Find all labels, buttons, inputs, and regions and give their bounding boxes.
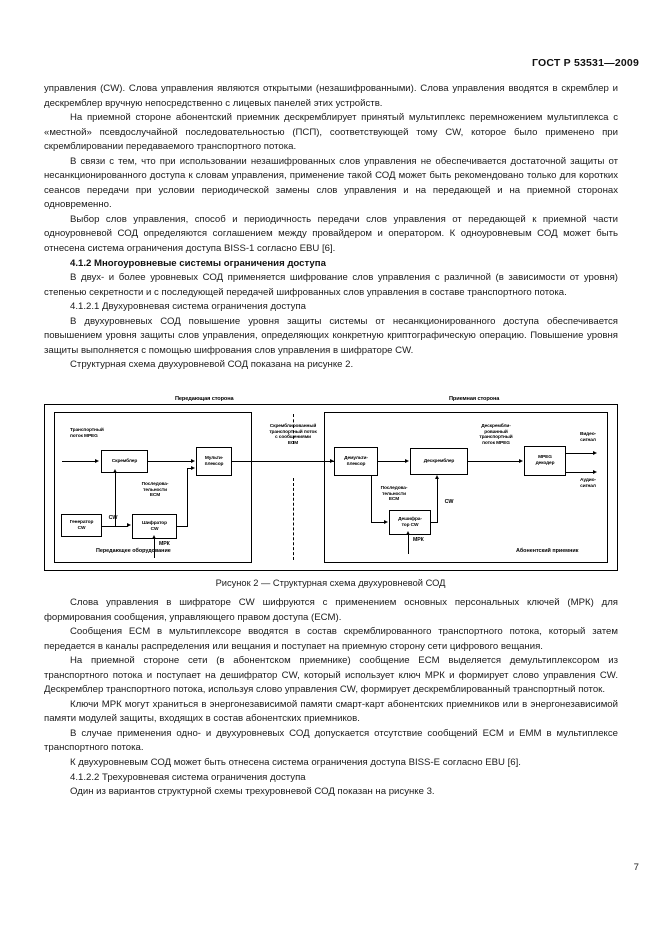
scrambler-to-mux-line <box>148 461 192 462</box>
figure-2: Передающая сторона Приемная сторона Пере… <box>44 396 618 571</box>
cw-generator-block: Генератор CW <box>61 514 102 537</box>
label-text: Последова- тельности ECM <box>141 482 169 499</box>
paragraph-10: На приемной стороне сети (в абонентском … <box>44 655 618 696</box>
paragraph-7: Структурная схема двухуровневой СОД пока… <box>70 359 354 371</box>
figure-outer-frame <box>44 404 618 571</box>
receive-side-title: Приемная сторона <box>449 396 500 402</box>
demultiplexer-label: Демульти- плексор <box>344 455 368 467</box>
cw-to-scrambler-vertical <box>115 473 116 526</box>
demux-to-descrambler-arrowhead <box>405 458 409 463</box>
transmit-side-title: Передающая сторона <box>175 396 234 402</box>
ecm-down-vertical <box>371 476 372 522</box>
cw-generator-label: Генератор CW <box>69 519 94 531</box>
demux-to-descrambler-line <box>378 461 406 462</box>
standard-header: ГОСТ Р 53531—2009 <box>531 57 639 69</box>
encryptor-out-line <box>177 526 188 527</box>
page-number: 7 <box>633 862 639 873</box>
generator-to-encryptor-line <box>102 525 128 527</box>
audio-out-arrowhead <box>593 469 597 474</box>
multiplexer-block: Мульти- плексор <box>196 447 232 476</box>
paragraph-8: Слова управления в шифраторе CW шифруютс… <box>44 597 618 623</box>
label-text: Аудио- сигнал <box>580 478 596 489</box>
paragraph-14: Один из вариантов структурной схемы трех… <box>70 786 435 798</box>
transmit-panel-label: Передающее оборудование <box>96 548 171 554</box>
label-text: Дескрембли- рованный транспортный поток … <box>479 424 513 446</box>
figure-2-caption: Рисунок 2 — Структурная схема двухуровне… <box>215 578 446 588</box>
descrambler-block: Дескремблер <box>410 448 468 475</box>
video-out-line <box>566 453 594 454</box>
ecm-into-mux-line <box>187 468 192 469</box>
scrambler-label: Скремблер <box>111 458 138 464</box>
mpk-rx-line <box>408 535 409 554</box>
heading-4-1-2: 4.1.2 Многоуровневые системы ограничения… <box>70 257 326 269</box>
paragraph-12: В случае применения одно- и двухуровневы… <box>44 727 618 754</box>
ecm-into-mux-arrowhead <box>191 465 195 470</box>
video-out-label: Видео- сигнал <box>570 432 606 443</box>
audio-out-label: Аудио- сигнал <box>570 478 606 489</box>
video-out-arrowhead <box>593 450 597 455</box>
heading-4-1-2-1: 4.1.2.1 Двухуровневая система ограничени… <box>70 301 307 313</box>
paragraph-13: К двухуровневым СОД может быть отнесена … <box>70 757 521 769</box>
input-arrowhead <box>95 458 99 463</box>
paragraph-3: В связи с тем, что при использовании нез… <box>44 155 618 211</box>
ecm-into-decryptor-line <box>371 522 385 523</box>
cw-decryptor-label: Дешифра- тор CW <box>398 516 422 528</box>
scrambler-block: Скремблер <box>101 450 148 473</box>
paragraph-6: В двухуровневых СОД повышение уровня защ… <box>44 315 618 356</box>
mpk-tx-line <box>154 539 155 558</box>
descrambler-to-decoder-arrowhead <box>519 458 523 463</box>
ecm-into-decryptor-arrowhead <box>384 519 388 524</box>
mpk-tx-arrowhead <box>151 535 156 539</box>
input-line <box>62 461 96 462</box>
body-text-top: управления (CW). Слова управления являют… <box>44 82 618 373</box>
mpeg-decoder-block: MPEG декодер <box>524 446 566 476</box>
descrambler-to-decoder-line <box>468 461 520 462</box>
scrambler-to-mux-arrowhead <box>191 458 195 463</box>
label-text: Последова- тельности ECM <box>380 486 408 503</box>
channel-dash-lower <box>293 478 294 560</box>
descrambled-stream-label: Дескрембли- рованный транспортный поток … <box>468 424 524 446</box>
receive-panel-label: Абонентский приемник <box>516 548 579 554</box>
mpk-tx-label: МРК <box>159 541 170 547</box>
cw-encryptor-label: Шифратор CW <box>142 520 167 532</box>
heading-4-1-2-2: 4.1.2.2 Трехуровневая система ограничени… <box>70 771 306 783</box>
paragraph-2: На приемной стороне абонентский приемник… <box>44 112 618 153</box>
label-text: Транспортный поток MPEG <box>70 428 104 439</box>
channel-dash-upper <box>293 414 294 444</box>
paragraph-9: Сообщения ECM в мультиплексоре вводятся … <box>44 626 618 652</box>
channel-into-demux-arrowhead <box>330 458 334 463</box>
paragraph-11: Ключи МРК могут храниться в энергонезави… <box>44 698 618 725</box>
mpk-rx-arrowhead <box>405 531 410 535</box>
multiplexer-label: Мульти- плексор <box>204 455 224 467</box>
ecm-sequence-tx-label: Последова- тельности ECM <box>133 482 177 499</box>
subscriber-receiver-panel <box>324 412 608 563</box>
cw-decryptor-block: Дешифра- тор CW <box>389 510 431 535</box>
paragraph-1: управления (CW). Слова управления являют… <box>44 83 618 109</box>
descrambler-label: Дескремблер <box>423 458 455 464</box>
transmit-equipment-panel <box>54 412 252 563</box>
paragraph-4: Выбор слов управления, способ и периодич… <box>44 213 618 255</box>
generator-to-encryptor-arrowhead <box>127 523 131 527</box>
paragraph-5: В двух- и более уровневых СОД применяетс… <box>44 272 618 298</box>
cw-rx-horizontal <box>431 522 438 523</box>
mpeg-decoder-label: MPEG декодер <box>535 455 555 466</box>
label-text: Скремблированный транспортный поток с со… <box>269 424 317 446</box>
label-text: Видео- сигнал <box>579 432 597 443</box>
body-text-bottom: Слова управления в шифраторе CW шифруютс… <box>44 596 618 800</box>
audio-out-line <box>566 472 594 473</box>
mpeg-transport-stream-in-label: Транспортный поток MPEG <box>70 428 130 439</box>
cw-to-scrambler-arrowhead <box>112 469 117 473</box>
cw-rx-vertical <box>437 479 438 522</box>
mpk-rx-label: МРК <box>413 537 424 543</box>
cw-rx-arrowhead <box>434 475 439 479</box>
cw-rx-label: CW <box>444 499 454 505</box>
demultiplexer-block: Демульти- плексор <box>334 447 378 476</box>
ecm-sequence-rx-label: Последова- тельности ECM <box>372 486 416 503</box>
scrambled-stream-label: Скремблированный транспортный поток с со… <box>254 424 332 446</box>
ecm-up-vertical <box>187 468 188 526</box>
channel-line <box>232 461 399 462</box>
cw-tx-label: CW <box>108 515 118 521</box>
